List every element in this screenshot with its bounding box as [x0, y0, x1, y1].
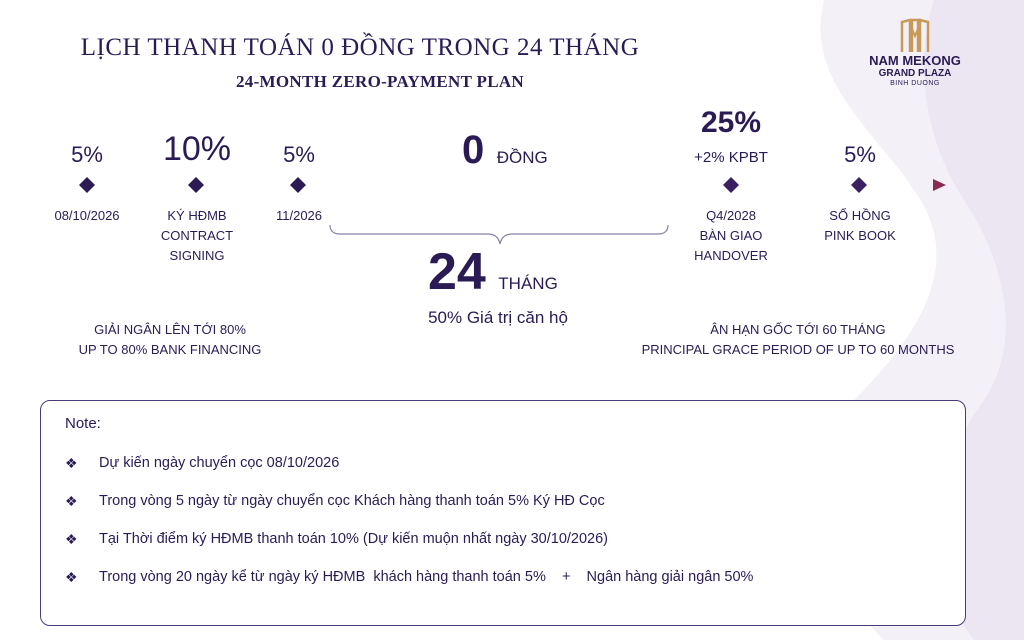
duration-months-unit: THÁNG — [498, 274, 558, 293]
milestone-2-label-line-2: CONTRACT — [160, 228, 234, 243]
note-item-text: Tại Thời điểm ký HĐMB thanh toán 10% (Dự… — [99, 531, 608, 547]
list-item: ❖ Dự kiến ngày chuyển cọc 08/10/2026 — [65, 455, 753, 493]
logo-line-1: NAM MEKONG — [869, 53, 961, 68]
zero-amount-number: 0 — [462, 128, 485, 172]
note-item-text: Trong vòng 20 ngày kể từ ngày ký HĐMB kh… — [99, 569, 754, 585]
note-item-text: Trong vòng 5 ngày từ ngày chuyển cọc Khá… — [99, 493, 605, 509]
zero-amount-unit: ĐỒNG — [496, 148, 548, 167]
timeline-marker-1 — [79, 177, 95, 193]
duration-brace — [329, 224, 669, 245]
milestone-5-label-line-1: SỔ HỒNG — [829, 208, 891, 223]
milestone-3-date: 11/2026 — [275, 208, 323, 223]
milestone-3-percent: 5% — [283, 142, 315, 167]
bank-financing-note: GIẢI NGÂN LÊN TỚI 80% UP TO 80% BANK FIN… — [79, 320, 262, 360]
timeline-marker-3 — [290, 177, 306, 193]
milestone-4-label-line-3: HANDOVER — [694, 248, 768, 263]
milestone-4-label-line-2: BÀN GIAO — [699, 228, 763, 243]
logo-line-3: BINH DUONG — [890, 80, 940, 87]
milestone-4-label-line-1: Q4/2028 — [706, 208, 756, 223]
timeline-arrow-icon — [933, 179, 946, 191]
grace-period-line-1: ÂN HẠN GỐC TỚI 60 THÁNG — [710, 322, 886, 337]
page-subtitle: 24-MONTH ZERO-PAYMENT PLAN — [236, 72, 524, 91]
milestone-2-label: KÝ HĐMB CONTRACT SIGNING — [161, 206, 233, 266]
list-item: ❖ Tại Thời điểm ký HĐMB thanh toán 10% (D… — [65, 531, 753, 569]
duration-months: 24 THÁNG — [428, 244, 558, 300]
milestone-2-label-line-3: SIGNING — [169, 248, 225, 263]
timeline-graphic — [44, 177, 946, 245]
diamond-bullet-icon: ❖ — [65, 455, 78, 471]
milestone-2-percent: 10% — [162, 130, 232, 168]
milestone-5-label: SỔ HỒNG PINK BOOK — [824, 206, 896, 246]
logo-line-2: GRAND PLAZA — [878, 68, 952, 79]
milestone-4-label: Q4/2028 BÀN GIAO HANDOVER — [694, 206, 768, 266]
grace-period-note: ÂN HẠN GỐC TỚI 60 THÁNG PRINCIPAL GRACE … — [642, 320, 955, 360]
timeline-marker-4 — [723, 177, 739, 193]
note-box: Note: ❖ Dự kiến ngày chuyển cọc 08/10/202… — [40, 400, 966, 626]
bank-financing-line-2: UP TO 80% BANK FINANCING — [78, 342, 262, 357]
note-item-text: Dự kiến ngày chuyển cọc 08/10/2026 — [99, 455, 340, 471]
diamond-bullet-icon: ❖ — [65, 493, 78, 509]
diamond-bullet-icon: ❖ — [65, 569, 78, 585]
milestone-5-percent: 5% — [844, 142, 876, 167]
note-title: Note: — [65, 415, 101, 432]
milestone-1-date: 08/10/2026 — [54, 208, 120, 223]
zero-amount: 0 ĐỒNG — [462, 128, 548, 173]
duration-months-number: 24 — [428, 243, 486, 301]
milestone-5-label-line-2: PINK BOOK — [824, 228, 896, 243]
milestone-4-percent: 25% — [700, 106, 762, 139]
brand-logo: NAM MEKONG GRAND PLAZA BINH DUONG — [860, 18, 970, 88]
page-title: LỊCH THANH TOÁN 0 ĐỒNG TRONG 24 THÁNG — [80, 34, 640, 61]
timeline-marker-5 — [851, 177, 867, 193]
bank-financing-line-1: GIẢI NGÂN LÊN TỚI 80% — [94, 322, 246, 337]
duration-caption: 50% Giá trị căn hộ — [428, 308, 568, 327]
milestone-4-extra: +2% KPBT — [694, 149, 768, 166]
list-item: ❖ Trong vòng 20 ngày kể từ ngày ký HĐMB k… — [65, 569, 753, 607]
milestone-1-percent: 5% — [71, 142, 103, 167]
note-list: ❖ Dự kiến ngày chuyển cọc 08/10/2026 ❖ Tro… — [65, 455, 753, 607]
timeline-marker-2 — [188, 177, 204, 193]
list-item: ❖ Trong vòng 5 ngày từ ngày chuyển cọc Kh… — [65, 493, 753, 531]
logo-mark-icon — [900, 18, 930, 52]
grace-period-line-2: PRINCIPAL GRACE PERIOD OF UP TO 60 MONTH… — [641, 342, 955, 357]
diamond-bullet-icon: ❖ — [65, 531, 78, 547]
milestone-2-label-line-1: KÝ HĐMB — [167, 208, 227, 223]
